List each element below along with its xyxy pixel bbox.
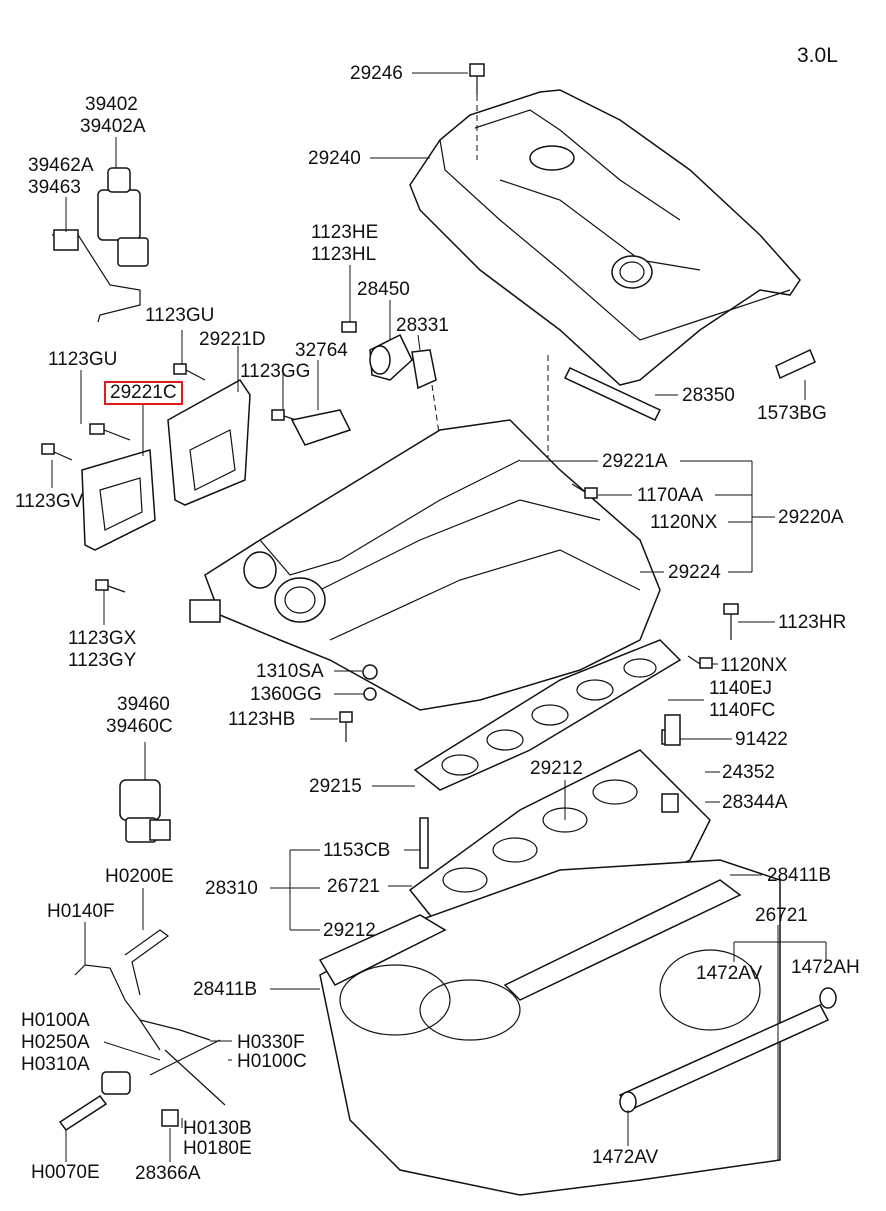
part-label-28344a[interactable]: 28344A [722, 792, 788, 813]
part-label-28411b-right[interactable]: 28411B [767, 865, 832, 886]
part-label-h0100a[interactable]: H0100A [21, 1010, 90, 1031]
engine-cover-drawing [409, 89, 801, 386]
part-label-h0140f[interactable]: H0140F [47, 901, 115, 922]
part-label-39402a[interactable]: 39402A [80, 116, 146, 137]
part-label-28350[interactable]: 28350 [682, 385, 735, 406]
engine-size-label: 3.0L [797, 44, 838, 67]
part-label-1153cb[interactable]: 1153CB [323, 840, 391, 861]
part-label-28310[interactable]: 28310 [205, 878, 258, 899]
part-label-h0130b[interactable]: H0130B [183, 1118, 252, 1139]
intake-manifold-drawing [189, 419, 661, 711]
part-label-29221a[interactable]: 29221A [602, 451, 668, 472]
part-label-1472ah[interactable]: 1472AH [791, 957, 860, 978]
part-label-1573bg[interactable]: 1573BG [757, 403, 827, 424]
part-label-h0100c[interactable]: H0100C [237, 1051, 307, 1072]
part-label-28331[interactable]: 28331 [396, 315, 449, 336]
part-label-29215[interactable]: 29215 [309, 776, 362, 797]
part-label-1472av-lower[interactable]: 1472AV [592, 1147, 659, 1168]
part-label-1123he[interactable]: 1123HE [311, 222, 379, 243]
part-label-29221c-highlighted[interactable]: 29221C [104, 381, 183, 405]
part-label-32764[interactable]: 32764 [295, 340, 348, 361]
part-label-24352[interactable]: 24352 [722, 762, 775, 783]
part-label-28450[interactable]: 28450 [357, 279, 410, 300]
part-label-26721-center[interactable]: 26721 [327, 876, 380, 897]
part-label-1123hb[interactable]: 1123HB [228, 709, 296, 730]
part-label-1120nx-upper[interactable]: 1120NX [650, 512, 718, 533]
part-label-39460c[interactable]: 39460C [106, 716, 173, 737]
bolt-29246-drawing [469, 63, 485, 160]
part-label-1123hr[interactable]: 1123HR [778, 612, 847, 633]
part-label-26721-right[interactable]: 26721 [755, 905, 808, 926]
hose-26721-drawing [618, 987, 837, 1113]
engine-block-drawing [318, 859, 781, 1196]
vacuum-hoses-drawing [58, 929, 226, 1132]
part-label-29212-upper[interactable]: 29212 [530, 758, 583, 779]
part-label-1472av-upper[interactable]: 1472AV [696, 963, 763, 984]
part-label-29246[interactable]: 29246 [350, 63, 403, 84]
part-label-29221d[interactable]: 29221D [199, 329, 266, 350]
part-label-1360gg[interactable]: 1360GG [250, 684, 322, 705]
part-label-39460[interactable]: 39460 [117, 694, 170, 715]
part-label-h0200e[interactable]: H0200E [105, 866, 174, 887]
part-label-1123gu-left[interactable]: 1123GU [48, 349, 118, 370]
idle-valve-28450-drawing [341, 321, 441, 441]
part-label-h0070e[interactable]: H0070E [31, 1162, 100, 1183]
part-label-39463[interactable]: 39463 [28, 177, 81, 198]
part-label-1123gv[interactable]: 1123GV [15, 491, 84, 512]
part-label-h0250a[interactable]: H0250A [21, 1032, 90, 1053]
part-label-39402[interactable]: 39402 [85, 94, 138, 115]
part-label-1123gx[interactable]: 1123GX [68, 628, 137, 649]
part-label-91422[interactable]: 91422 [735, 729, 788, 750]
part-label-1123gg[interactable]: 1123GG [240, 361, 311, 382]
part-label-h0310a[interactable]: H0310A [21, 1054, 90, 1075]
part-label-1123gy[interactable]: 1123GY [68, 650, 137, 671]
part-label-1123gu-top[interactable]: 1123GU [145, 305, 215, 326]
part-label-1170aa[interactable]: 1170AA [637, 485, 704, 506]
purge-valve-39402-drawing [51, 167, 149, 323]
lower-manifold-drawing [408, 714, 711, 941]
gasket-29215-drawing [413, 639, 682, 791]
part-label-h0330f[interactable]: H0330F [237, 1032, 305, 1053]
part-label-h0180e[interactable]: H0180E [183, 1138, 252, 1159]
part-label-1120nx-lower[interactable]: 1120NX [720, 655, 788, 676]
valve-39460-drawing [119, 779, 171, 843]
part-label-28411b-left[interactable]: 28411B [193, 979, 258, 1000]
part-label-29212-lower[interactable]: 29212 [323, 920, 376, 941]
stud-28350-drawing [547, 348, 816, 500]
part-label-29220a[interactable]: 29220A [778, 507, 844, 528]
part-label-1310sa[interactable]: 1310SA [256, 661, 324, 682]
leader-lines [51, 72, 827, 1162]
brackets-29221-drawing [41, 363, 352, 593]
part-label-1140fc[interactable]: 1140FC [709, 700, 776, 721]
part-label-29224[interactable]: 29224 [668, 562, 721, 583]
part-label-1140ej[interactable]: 1140EJ [709, 678, 773, 699]
part-label-28366a[interactable]: 28366A [135, 1163, 201, 1184]
part-label-1123hl[interactable]: 1123HL [311, 244, 377, 265]
part-label-39462a[interactable]: 39462A [28, 155, 94, 176]
part-label-29240[interactable]: 29240 [308, 148, 361, 169]
